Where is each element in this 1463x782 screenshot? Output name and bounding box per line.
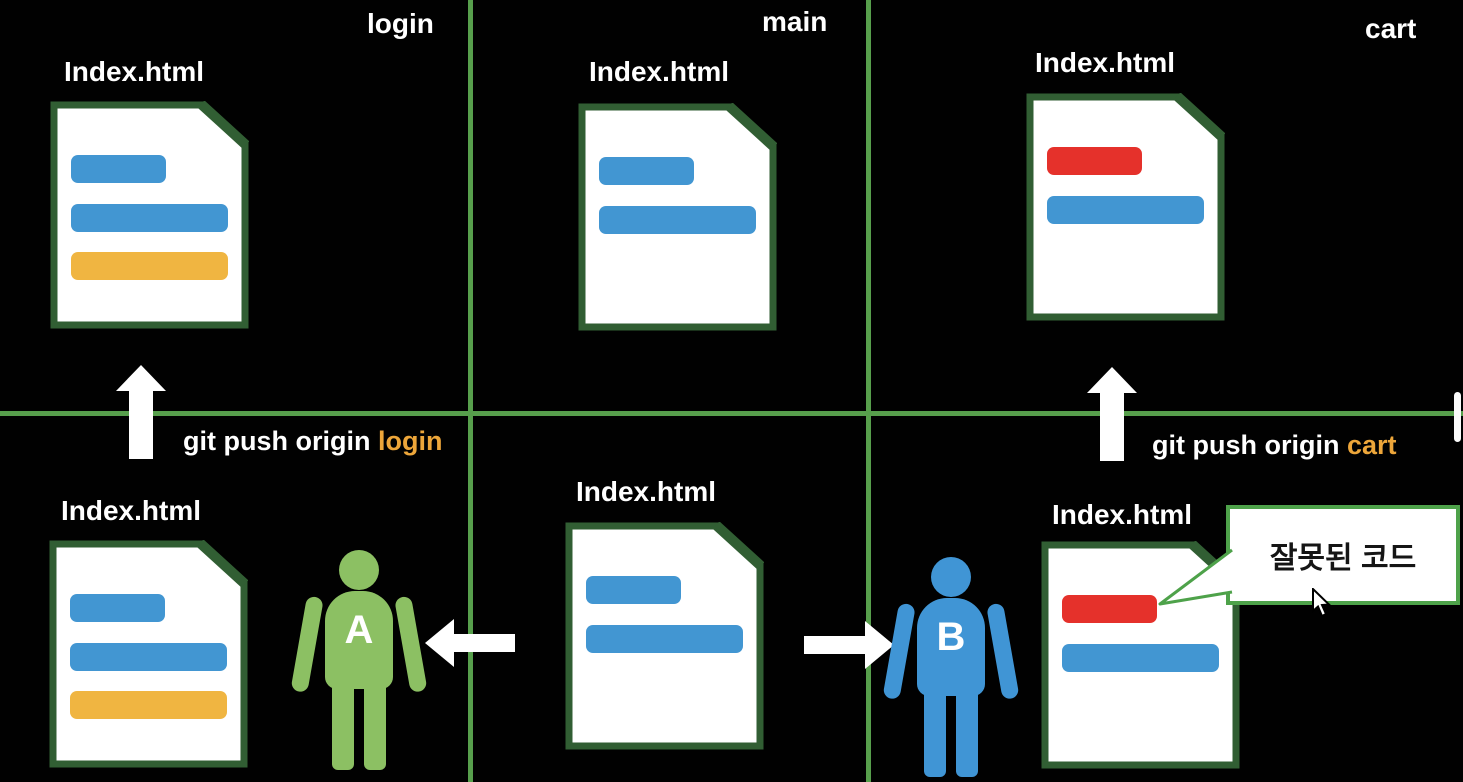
code-line-blue xyxy=(71,204,228,232)
code-line-blue xyxy=(1062,644,1219,672)
callout-text: 잘못된 코드 xyxy=(1269,542,1417,575)
person-b-head xyxy=(931,557,971,597)
code-line-blue xyxy=(599,157,694,185)
code-line-red xyxy=(1062,595,1157,623)
push-command-cart: git push origin cart xyxy=(1152,430,1397,461)
document-remote-cart xyxy=(1026,93,1225,321)
file-label-remote-login: Index.html xyxy=(64,56,205,87)
horizontal-divider xyxy=(0,411,1463,416)
vertical-divider-1 xyxy=(468,0,473,782)
person-b-leg-left xyxy=(924,685,946,777)
push-command-login: git push origin login xyxy=(183,426,442,457)
document-remote-main xyxy=(578,103,777,331)
branch-label-login: login xyxy=(367,8,434,39)
left-arrow-to-a xyxy=(425,619,515,667)
scrollbar-thumb[interactable] xyxy=(1454,392,1461,442)
code-line-yellow xyxy=(70,691,227,719)
code-line-blue xyxy=(1047,196,1204,224)
person-b: B xyxy=(882,552,1020,777)
code-line-blue xyxy=(70,643,227,671)
right-arrow-to-b xyxy=(804,621,894,669)
person-a: A xyxy=(290,545,428,771)
file-label-local-main: Index.html xyxy=(576,476,717,507)
vertical-divider-2 xyxy=(866,0,871,782)
code-line-blue xyxy=(586,576,681,604)
branch-label-cart: cart xyxy=(1365,13,1417,44)
mouse-cursor-icon xyxy=(1312,588,1332,618)
person-b-leg-right xyxy=(956,685,978,777)
person-a-leg-right xyxy=(364,678,386,770)
document-local-main xyxy=(565,522,764,750)
code-line-blue xyxy=(586,625,743,653)
push-command-prefix: git push origin xyxy=(1152,430,1340,460)
person-b-torso xyxy=(917,598,985,696)
code-line-blue xyxy=(70,594,165,622)
person-a-leg-left xyxy=(332,678,354,770)
callout-bubble: 잘못된 코드 xyxy=(1226,505,1460,605)
file-label-remote-cart: Index.html xyxy=(1035,47,1176,78)
push-command-branch: cart xyxy=(1347,430,1397,460)
push-command-prefix: git push origin xyxy=(183,426,371,456)
file-label-remote-main: Index.html xyxy=(589,56,730,87)
code-line-yellow xyxy=(71,252,228,280)
document-remote-login xyxy=(50,101,249,329)
code-line-blue xyxy=(71,155,166,183)
person-a-head xyxy=(339,550,379,590)
code-line-blue xyxy=(599,206,756,234)
push-command-branch: login xyxy=(378,426,443,456)
person-b-label: B xyxy=(936,615,966,659)
up-arrow-cart xyxy=(1087,367,1137,461)
up-arrow-login xyxy=(116,365,166,459)
file-label-local-b: Index.html xyxy=(1052,499,1193,530)
person-a-label: A xyxy=(344,608,374,652)
document-local-a xyxy=(49,540,248,768)
person-a-torso xyxy=(325,591,393,689)
callout-tail xyxy=(1158,548,1233,606)
code-line-red xyxy=(1047,147,1142,175)
file-label-local-a: Index.html xyxy=(61,495,202,526)
branch-label-main: main xyxy=(762,6,828,37)
